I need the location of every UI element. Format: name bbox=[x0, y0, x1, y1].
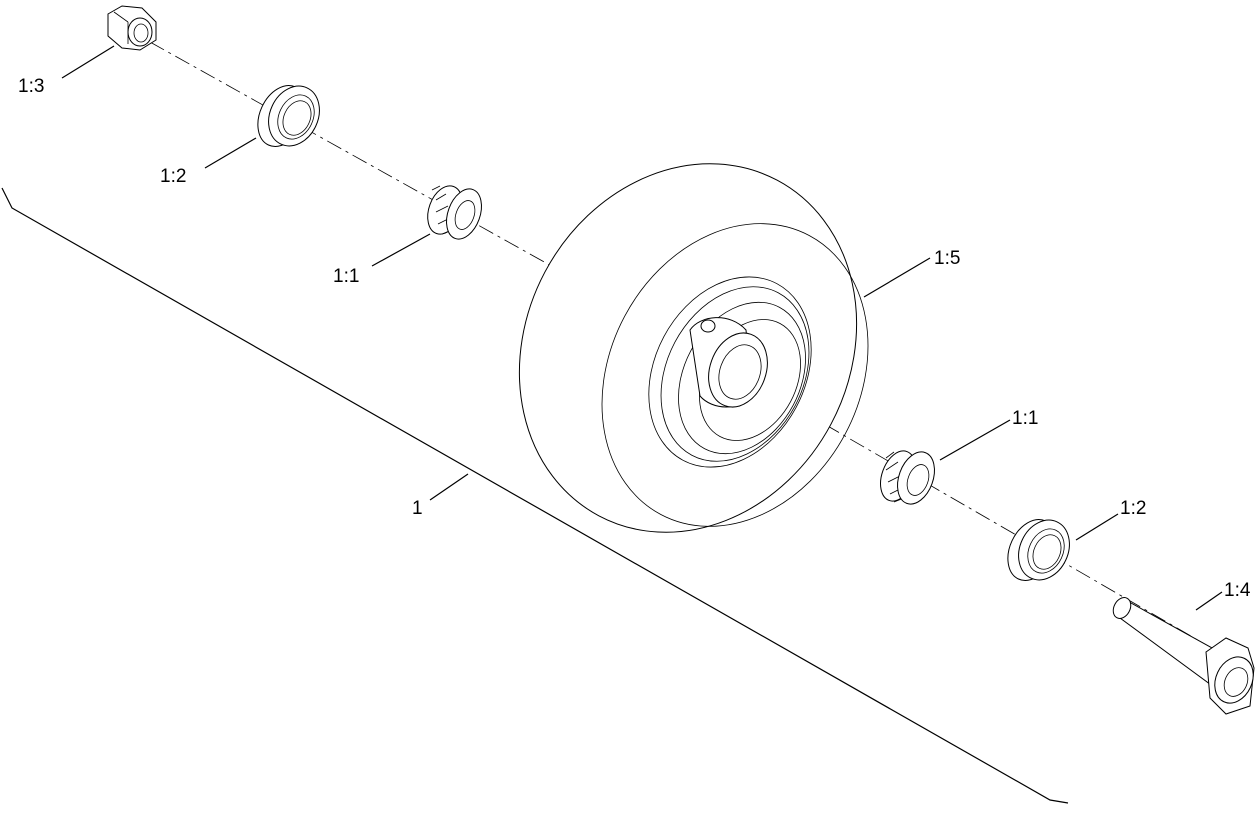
callout-wheel: 1:5 bbox=[934, 248, 960, 269]
bearing-cup-upper-part bbox=[257, 85, 320, 147]
callout-bearing-cup-upper: 1:2 bbox=[160, 166, 186, 187]
center-axis bbox=[149, 41, 1216, 651]
bearing-cone-upper-part bbox=[427, 185, 482, 240]
leader-lines bbox=[61, 45, 1223, 611]
callout-assembly: 1 bbox=[412, 498, 423, 519]
spacer-nut-part bbox=[107, 5, 157, 51]
callout-spacer-nut: 1:3 bbox=[18, 76, 44, 97]
wheel-part bbox=[518, 163, 869, 533]
bearing-cup-lower-part bbox=[1007, 519, 1070, 581]
callout-bearing-cone-upper: 1:1 bbox=[333, 266, 359, 287]
callout-bearing-cone-lower: 1:1 bbox=[1012, 408, 1038, 429]
callout-bolt: 1:4 bbox=[1224, 580, 1251, 601]
bolt-part bbox=[1112, 597, 1255, 715]
bearing-cone-lower-part bbox=[880, 450, 935, 505]
assembly-bracket bbox=[1, 187, 1069, 804]
callout-bearing-cup-lower: 1:2 bbox=[1120, 498, 1146, 519]
